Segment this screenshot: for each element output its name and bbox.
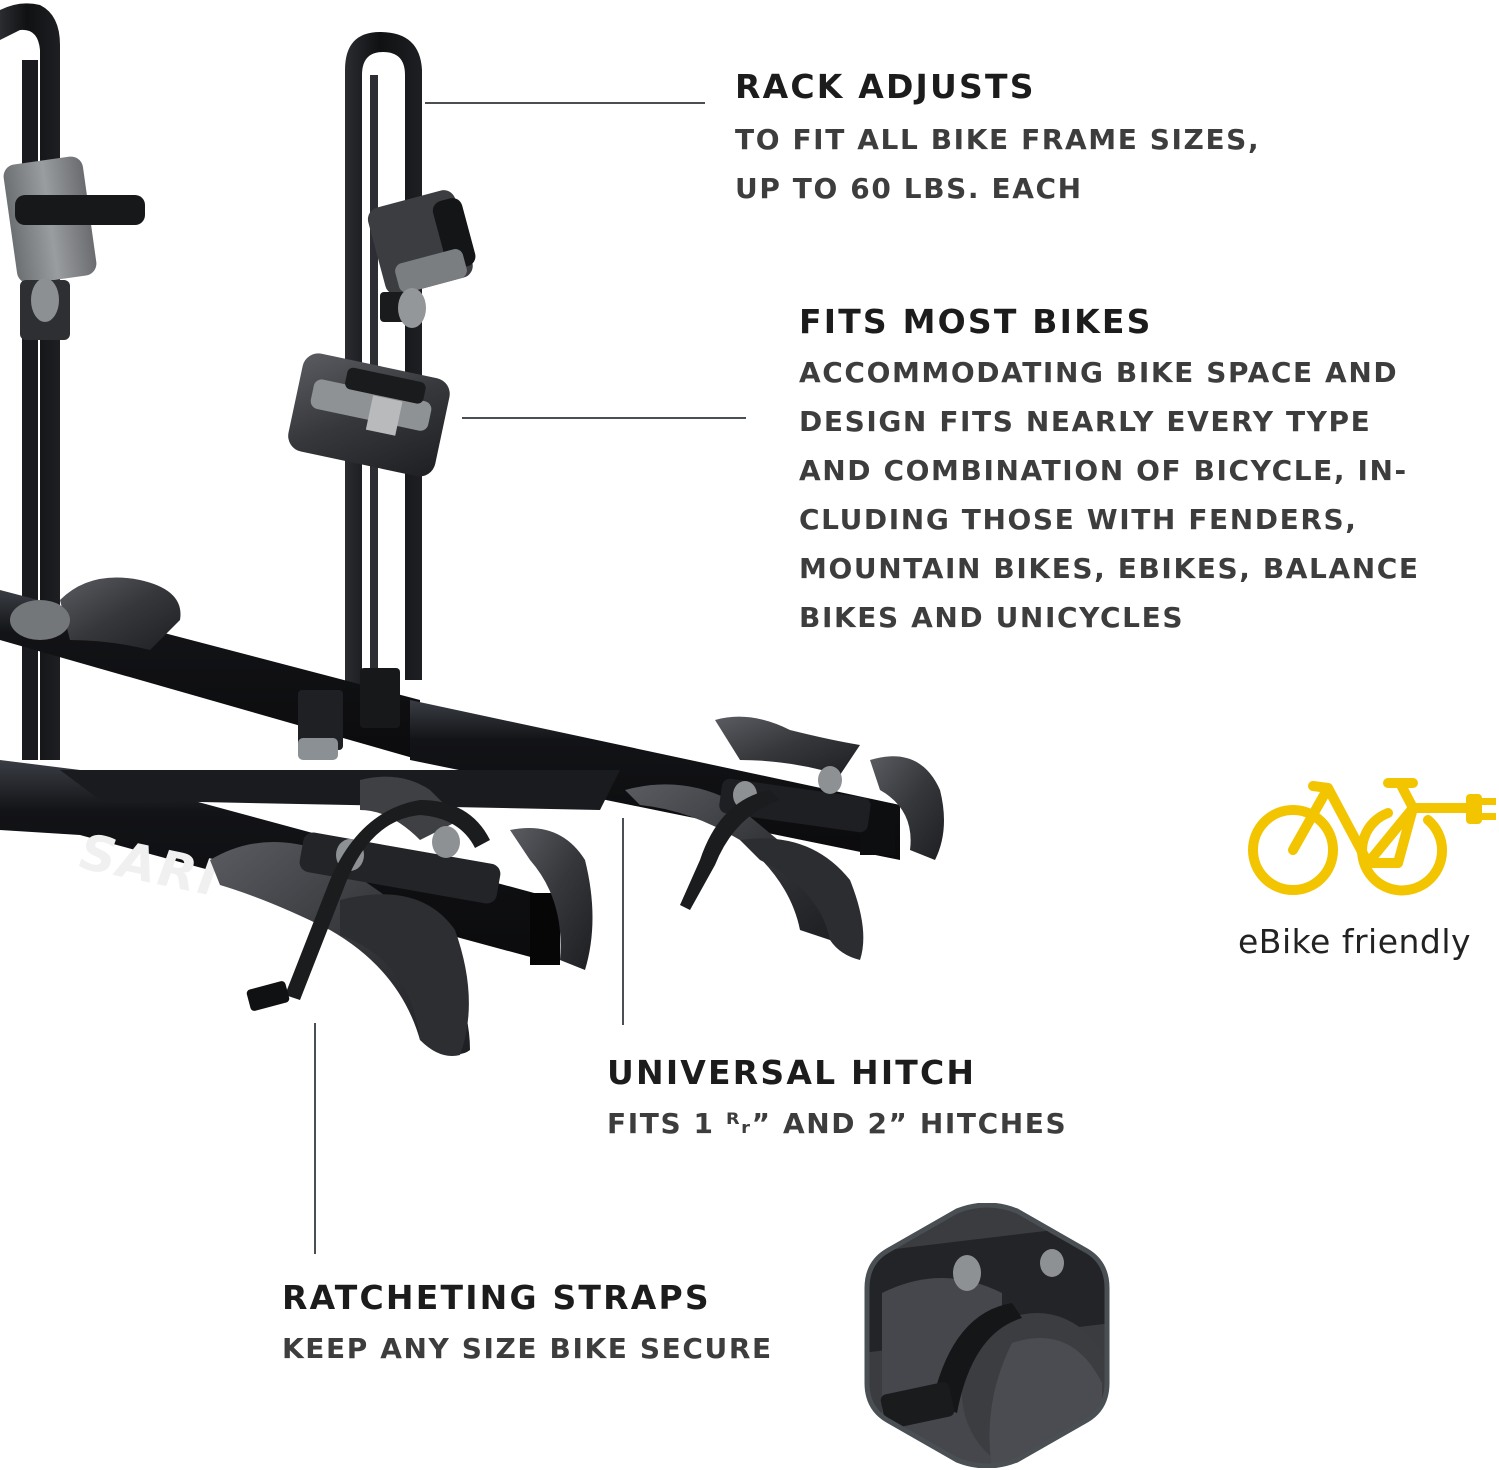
feature-ratcheting-straps: RATCHETING STRAPS KEEP ANY SIZE BIKE SEC… <box>282 1281 773 1363</box>
callout-line-universal-hitch <box>622 818 624 1025</box>
feature-text-line: TO FIT ALL BIKE FRAME SIZES, <box>735 123 1261 156</box>
feature-text-line: UP TO 60 LBS. EACH <box>735 172 1083 205</box>
ebike-plug-icon <box>1248 778 1496 896</box>
feature-text-line: CLUDING THOSE WITH FENDERS, <box>799 503 1358 536</box>
feature-rack-adjusts: RACK ADJUSTS TO FIT ALL BIKE FRAME SIZES… <box>735 70 1260 203</box>
feature-text-line: DESIGN FITS NEARLY EVERY TYPE <box>799 405 1372 438</box>
feature-heading: FITS MOST BIKES <box>799 302 1153 341</box>
feature-text-line: KEEP ANY SIZE BIKE SECURE <box>282 1332 773 1365</box>
callout-line-rack-adjusts <box>425 102 705 104</box>
right-upright-arm <box>288 32 476 700</box>
feature-universal-hitch: UNIVERSAL HITCH FITS 1 ᴿᵣ” AND 2” HITCHE… <box>607 1056 1067 1138</box>
feature-fits-most-bikes: FITS MOST BIKES ACCOMMODATING BIKE SPACE… <box>799 305 1420 632</box>
feature-text-line: MOUNTAIN BIKES, EBIKES, BALANCE <box>799 552 1420 585</box>
rear-left-cradle <box>10 577 181 650</box>
feature-text-line: ACCOMMODATING BIKE SPACE AND <box>799 356 1399 389</box>
feature-heading: RATCHETING STRAPS <box>282 1278 711 1317</box>
ebike-friendly-label: eBike friendly <box>1238 922 1472 961</box>
ebike-friendly-badge: eBike friendly <box>1238 768 1498 961</box>
front-wheel-cradle <box>210 776 593 1056</box>
second-wheel-cradle <box>625 716 944 960</box>
ratchet-strap-inset-image <box>864 1203 1110 1468</box>
feature-heading: UNIVERSAL HITCH <box>607 1053 977 1092</box>
left-upright-arm <box>0 3 145 761</box>
feature-text-line: FITS 1 ᴿᵣ” AND 2” HITCHES <box>607 1107 1068 1140</box>
feature-heading: RACK ADJUSTS <box>735 67 1036 106</box>
callout-line-fits-most-bikes <box>462 417 746 419</box>
feature-text-line: AND COMBINATION OF BICYCLE, IN- <box>799 454 1408 487</box>
feature-text-line: BIKES AND UNICYCLES <box>799 601 1185 634</box>
callout-line-ratcheting-straps <box>314 1023 316 1254</box>
bike-rack-product-image: SARI <box>0 3 944 1056</box>
